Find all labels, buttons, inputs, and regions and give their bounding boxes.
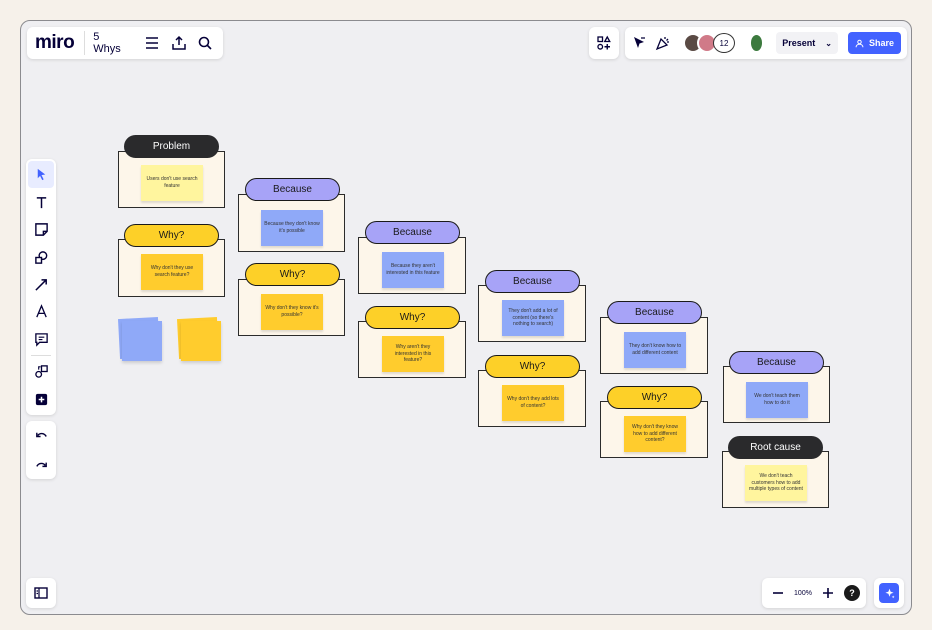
because-header-1[interactable]: Because xyxy=(245,178,340,201)
sticky-note-text: They don't know how to add different con… xyxy=(628,343,682,356)
board-name[interactable]: 5 Whys xyxy=(84,31,128,55)
because-frame-1[interactable]: Because they don't know it's possible xyxy=(238,194,345,252)
sticky-note-text: Why don't they add lots of content? xyxy=(507,396,559,409)
celebrate-icon[interactable] xyxy=(655,33,671,53)
redo-icon[interactable] xyxy=(28,450,54,478)
comment-tool-icon[interactable] xyxy=(28,326,54,353)
apps-icon[interactable] xyxy=(594,33,614,53)
why-frame-3[interactable]: Why aren't they interested in this featu… xyxy=(358,321,466,378)
sticky-note xyxy=(122,321,162,361)
because-frame-3[interactable]: They don't add a lot of content (so ther… xyxy=(478,285,586,342)
help-icon[interactable]: ? xyxy=(844,585,860,601)
why-frame-5[interactable]: Why don't they know how to add different… xyxy=(600,401,708,458)
because-sticky-note-3[interactable]: They don't add a lot of content (so ther… xyxy=(502,300,564,336)
yellow-sticky-stack[interactable] xyxy=(176,316,222,362)
because-sticky-note-4[interactable]: They don't know how to add different con… xyxy=(624,332,686,368)
select-tool-icon[interactable] xyxy=(28,161,54,189)
blue-sticky-stack[interactable] xyxy=(117,316,163,362)
because-header-2[interactable]: Because xyxy=(365,221,460,244)
apps-panel xyxy=(589,27,619,59)
miro-window: miro 5 Whys 12 Present xyxy=(20,20,912,615)
why-frame-4[interactable]: Why don't they add lots of content? xyxy=(478,370,586,427)
because-sticky-note-5[interactable]: We don't teach them how to do it xyxy=(746,382,808,418)
history-toolbar xyxy=(26,421,56,479)
sticky-note-text: Because they don't know it's possible xyxy=(264,221,320,234)
zoom-level[interactable]: 100% xyxy=(794,589,812,597)
because-header-5[interactable]: Because xyxy=(729,351,824,374)
miro-logo[interactable]: miro xyxy=(35,32,75,53)
text-tool-icon[interactable] xyxy=(28,188,54,215)
why-sticky-note-5[interactable]: Why don't they know how to add different… xyxy=(624,416,686,452)
sticky-note-text: Why don't they know it's possible? xyxy=(265,305,319,318)
present-label: Present xyxy=(782,38,816,48)
why-frame-2[interactable]: Why don't they know it's possible? xyxy=(238,279,345,336)
sticky-note-text: We don't teach customers how to add mult… xyxy=(749,472,803,493)
share-label: Share xyxy=(868,38,894,48)
sticky-note-text: Because they aren't interested in this f… xyxy=(386,263,440,276)
frames-tool-icon[interactable] xyxy=(28,358,54,385)
sidebar-toggle-panel xyxy=(26,578,56,608)
root-cause-frame[interactable]: We don't teach customers how to add mult… xyxy=(722,451,829,508)
because-frame-2[interactable]: Because they aren't interested in this f… xyxy=(358,237,466,294)
menu-icon[interactable] xyxy=(142,33,161,53)
undo-icon[interactable] xyxy=(28,422,54,450)
why-sticky-note-2[interactable]: Why don't they know it's possible? xyxy=(261,294,323,330)
because-header-3[interactable]: Because xyxy=(485,270,580,293)
why-header-1[interactable]: Why? xyxy=(124,224,219,247)
tools-toolbar xyxy=(26,159,56,415)
add-more-tools-icon[interactable] xyxy=(28,386,54,413)
ai-assist-panel xyxy=(874,578,904,608)
because-frame-4[interactable]: They don't know how to add different con… xyxy=(600,317,708,374)
user-icon xyxy=(855,39,864,47)
root-cause-header[interactable]: Root cause xyxy=(728,436,823,459)
sticky-note-text: They don't add a lot of content (so ther… xyxy=(508,307,558,328)
why-sticky-note-1[interactable]: Why don't they use search feature? xyxy=(141,254,203,290)
sticky-note-tool-icon[interactable] xyxy=(28,216,54,243)
why-sticky-note-3[interactable]: Why aren't they interested in this featu… xyxy=(382,336,444,372)
search-icon[interactable] xyxy=(196,33,215,53)
zoom-controls: 100% ? xyxy=(762,578,866,608)
toolbar-divider xyxy=(31,355,51,357)
because-header-4[interactable]: Because xyxy=(607,301,702,324)
collaborator-count-badge: 12 xyxy=(713,33,735,53)
why-header-2[interactable]: Why? xyxy=(245,263,340,286)
export-icon[interactable] xyxy=(169,33,188,53)
why-frame-1[interactable]: Why don't they use search feature? xyxy=(118,239,225,297)
collaborator-avatars[interactable]: 12 xyxy=(683,33,735,53)
sticky-note-text: Users don't use search feature xyxy=(146,176,198,189)
sticky-note-text: Why don't they use search feature? xyxy=(150,265,194,278)
why-sticky-note-4[interactable]: Why don't they add lots of content? xyxy=(502,385,564,421)
sticky-note-text: We don't teach them how to do it xyxy=(754,393,800,406)
cursor-flag-icon[interactable] xyxy=(631,33,647,53)
zoom-in-icon[interactable] xyxy=(818,583,838,603)
present-button[interactable]: Present ⌄ xyxy=(776,32,838,54)
sparkle-icon[interactable] xyxy=(879,583,899,603)
sticky-note xyxy=(181,321,221,361)
sidebar-toggle-icon[interactable] xyxy=(31,583,51,603)
connection-line-tool-icon[interactable] xyxy=(28,271,54,298)
zoom-out-icon[interactable] xyxy=(768,583,788,603)
why-header-3[interactable]: Why? xyxy=(365,306,460,329)
problem-frame[interactable]: Users don't use search feature xyxy=(118,151,225,208)
because-frame-5[interactable]: We don't teach them how to do it xyxy=(723,366,830,423)
problem-header[interactable]: Problem xyxy=(124,135,219,158)
why-header-5[interactable]: Why? xyxy=(607,386,702,409)
pen-tool-icon[interactable] xyxy=(28,298,54,325)
why-header-4[interactable]: Why? xyxy=(485,355,580,378)
chevron-down-icon[interactable]: ⌄ xyxy=(825,38,832,48)
collaboration-panel: 12 Present ⌄ Share xyxy=(625,27,907,59)
problem-sticky-note[interactable]: Users don't use search feature xyxy=(141,165,203,201)
sticky-note-text: Why don't they know how to add different… xyxy=(632,423,678,444)
user-avatar[interactable] xyxy=(749,33,765,53)
board-header: miro 5 Whys xyxy=(27,27,223,59)
share-button[interactable]: Share xyxy=(847,32,901,54)
because-sticky-note-1[interactable]: Because they don't know it's possible xyxy=(261,210,323,246)
because-sticky-note-2[interactable]: Because they aren't interested in this f… xyxy=(382,252,444,288)
shapes-tool-icon[interactable] xyxy=(28,243,54,270)
root-cause-sticky-note[interactable]: We don't teach customers how to add mult… xyxy=(745,465,807,501)
sticky-note-text: Why aren't they interested in this featu… xyxy=(394,343,432,364)
